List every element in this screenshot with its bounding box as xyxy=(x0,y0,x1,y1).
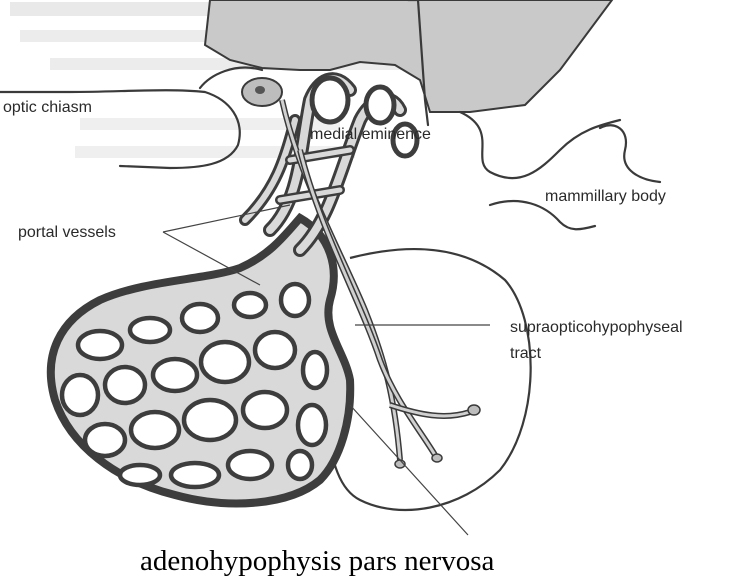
adenohypophysis xyxy=(51,218,350,503)
label-medial-eminence: medial eminence xyxy=(310,126,431,143)
label-mammillary-body: mammillary body xyxy=(545,188,666,205)
label-optic-chiasm: optic chiasm xyxy=(3,99,92,116)
pars-nervosa-outline xyxy=(330,249,531,510)
tuber-contour xyxy=(460,112,620,178)
label-supraoptico-line2: tract xyxy=(510,345,542,362)
neuron-cell-body xyxy=(242,78,282,106)
label-portal-vessels: portal vessels xyxy=(18,224,116,241)
label-supraoptico-line1: supraopticohypophyseal xyxy=(510,319,683,336)
caption: adenohypophysis pars nervosa xyxy=(140,545,495,577)
